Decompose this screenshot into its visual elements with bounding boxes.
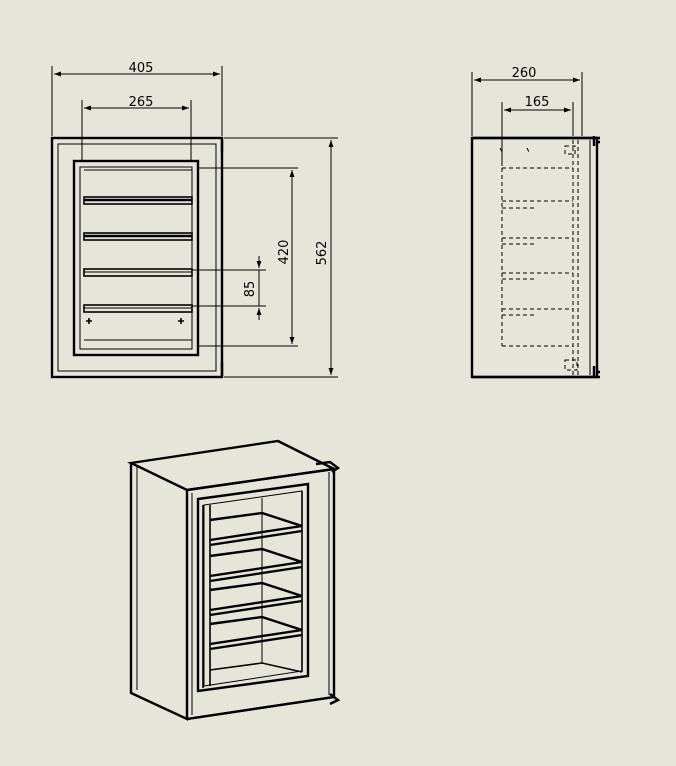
front-door-frame: [72, 159, 200, 357]
side-hidden-lines: [499, 140, 579, 375]
side-view: 260 165: [470, 66, 600, 379]
shelf: [209, 511, 303, 547]
dim-depth-outer: 260: [471, 66, 583, 136]
front-foot-right: [178, 318, 184, 324]
iso-bottom-latch: [329, 693, 341, 706]
dim-width-inner: 265: [81, 95, 192, 160]
side-latch-top: [592, 136, 600, 146]
iso-left-face: [129, 463, 189, 721]
front-view: 405 265 562 420 85: [50, 61, 338, 379]
shelf: [209, 581, 303, 617]
dim-height-frame: 420: [198, 167, 298, 347]
iso-shelves: [209, 511, 303, 673]
side-latch-bottom: [592, 366, 600, 376]
dim-depth-outer-text: 260: [512, 66, 537, 81]
front-cabinet-outline: [50, 136, 224, 379]
dim-shelf-pitch-text: 85: [243, 281, 258, 298]
dim-width-inner-text: 265: [129, 95, 154, 110]
side-cabinet-outline: [470, 136, 599, 379]
isometric-view: [126, 439, 341, 721]
dim-shelf-pitch: 85: [192, 256, 266, 320]
front-cabinet-inner-edge: [57, 143, 217, 372]
dim-height-total: 562: [224, 137, 338, 378]
shelf: [209, 615, 303, 651]
dim-height-total-text: 562: [315, 241, 330, 266]
iso-door-frame: [196, 482, 310, 693]
dim-depth-inner: 165: [501, 95, 574, 166]
front-foot-left: [86, 318, 92, 324]
front-shelves: [83, 169, 193, 341]
front-door-frame-inner: [79, 166, 193, 350]
dim-width-outer-text: 405: [129, 61, 154, 76]
shelf: [209, 547, 303, 583]
shelf: [209, 662, 303, 673]
dim-height-frame-text: 420: [277, 240, 292, 265]
iso-top-latch: [315, 460, 341, 473]
dim-depth-inner-text: 165: [525, 95, 550, 110]
dim-width-outer: 405: [51, 61, 223, 136]
